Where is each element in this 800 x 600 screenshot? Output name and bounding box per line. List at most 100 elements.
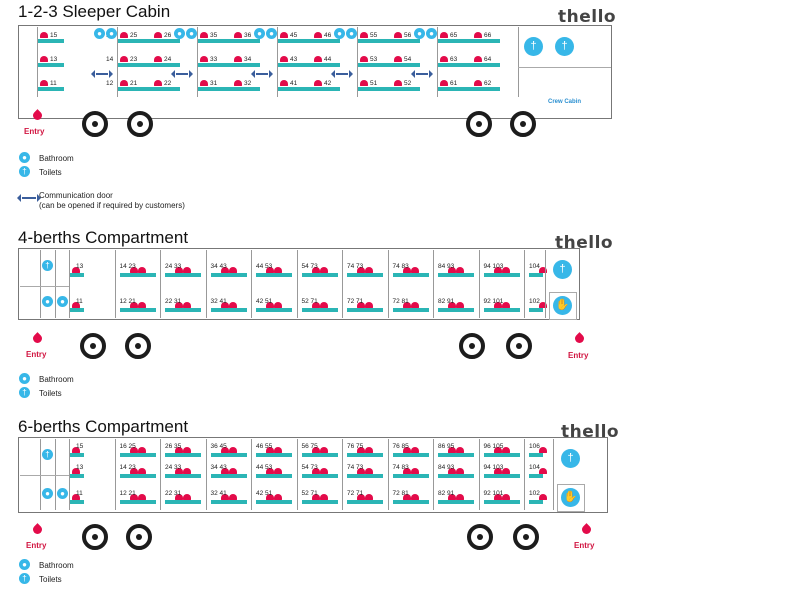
- berth-number: 51: [370, 80, 378, 87]
- pillow-icon: [274, 302, 282, 308]
- berth-number: 74 83: [392, 263, 409, 270]
- pillow-icon: [440, 32, 448, 38]
- bathroom-icon: ●: [94, 28, 105, 39]
- berth: [165, 273, 201, 277]
- compartment-divider: [545, 250, 546, 318]
- berth-number: 24 33: [165, 263, 182, 270]
- legend-bathroom: Bathroom: [39, 375, 74, 384]
- pillow-icon: [319, 494, 328, 500]
- pillow-icon: [280, 56, 288, 62]
- berth-number: 102: [529, 298, 540, 305]
- pillow-icon: [200, 56, 208, 62]
- bathroom-icon: ●: [186, 28, 197, 39]
- hand-wash-icon: ✋: [561, 488, 580, 507]
- berth-number: 92 101: [483, 490, 504, 497]
- berth: [70, 453, 84, 457]
- pillow-icon: [448, 468, 456, 474]
- pillow-icon: [539, 447, 547, 453]
- pillow-icon: [311, 494, 320, 500]
- communication-door-icon: [251, 70, 273, 78]
- berth-number: 24: [164, 56, 172, 63]
- berth-number: 11: [50, 80, 57, 87]
- pillow-icon: [394, 32, 402, 38]
- entry-label: Entry: [24, 127, 45, 136]
- pillow-icon: [314, 56, 322, 62]
- entry-label-right: Entry: [568, 351, 589, 360]
- berth-number: 35: [210, 32, 218, 39]
- berth: [210, 308, 247, 312]
- pillow-icon: [311, 267, 320, 273]
- berth: [278, 63, 340, 67]
- berth-number: 52: [404, 80, 412, 87]
- wheel-icon: [125, 333, 151, 359]
- pillow-icon: [220, 468, 229, 474]
- bathroom-icon: ●: [19, 152, 30, 163]
- pillow-icon: [357, 494, 365, 500]
- berth-number: 74 73: [347, 263, 364, 270]
- entry-label: Entry: [26, 541, 47, 550]
- compartment-divider: [553, 439, 554, 510]
- pillow-icon: [72, 494, 80, 500]
- compartment-divider: [55, 439, 56, 510]
- pillow-icon: [120, 32, 128, 38]
- berth: [438, 63, 500, 67]
- berth-number: 36: [244, 32, 252, 39]
- berth-number: 54: [404, 56, 412, 63]
- cabin-divider: [518, 27, 519, 97]
- pillow-icon: [220, 302, 229, 308]
- hand-wash-icon: ✋: [553, 296, 572, 315]
- berth: [38, 39, 64, 43]
- berth-number: 32 41: [210, 298, 227, 305]
- berth-number: 14 23: [119, 263, 136, 270]
- berth: [165, 308, 201, 312]
- pillow-icon: [493, 494, 502, 500]
- bathroom-icon: ●: [19, 373, 30, 384]
- pillow-icon: [440, 56, 448, 62]
- toilet-icon: †: [19, 573, 30, 584]
- berth-number: 15: [50, 32, 58, 39]
- communication-door-icon: [91, 70, 113, 78]
- pillow-icon: [220, 447, 229, 453]
- berth-number: 94 103: [483, 263, 504, 270]
- bathroom-icon: ●: [57, 488, 68, 499]
- berth-number: 13: [76, 263, 84, 270]
- pillow-icon: [266, 267, 274, 273]
- berth-number: 74 73: [347, 464, 364, 471]
- berth: [347, 474, 383, 478]
- bathroom-icon: ●: [426, 28, 437, 39]
- pillow-icon: [280, 32, 288, 38]
- cabin-divider: [197, 27, 198, 97]
- berth-number: 42 51: [256, 490, 273, 497]
- bathroom-icon: ●: [174, 28, 185, 39]
- berth: [118, 63, 180, 67]
- toilet-icon: †: [561, 449, 580, 468]
- toilet-icon: †: [555, 37, 574, 56]
- pillow-icon: [220, 267, 229, 273]
- toilet-icon: †: [42, 449, 53, 460]
- berth: [347, 308, 383, 312]
- legend-toilets: Toilets: [39, 168, 62, 177]
- berth-number: 26: [164, 32, 172, 39]
- cabin-divider: [437, 27, 438, 97]
- entry-marker-icon: [31, 332, 44, 345]
- compartment-divider: [478, 250, 480, 318]
- berth-number: 61: [450, 80, 458, 87]
- pillow-icon: [448, 267, 456, 273]
- bathroom-icon: ●: [42, 488, 53, 499]
- pillow-icon: [120, 56, 128, 62]
- berth-number: 62: [484, 80, 492, 87]
- pillow-icon: [234, 80, 242, 86]
- berth-number: 13: [50, 56, 58, 63]
- berth-number: 12 21: [119, 490, 136, 497]
- berth: [119, 474, 156, 478]
- compartment-divider: [387, 250, 389, 318]
- berth-number: 46 55: [256, 443, 273, 450]
- berth: [256, 453, 292, 457]
- pillow-icon: [448, 447, 456, 453]
- berth-number: 46: [324, 32, 332, 39]
- pillow-icon: [365, 267, 373, 273]
- pillow-icon: [394, 80, 402, 86]
- pillow-icon: [501, 302, 510, 308]
- pillow-icon: [410, 447, 419, 453]
- pillow-icon: [365, 302, 373, 308]
